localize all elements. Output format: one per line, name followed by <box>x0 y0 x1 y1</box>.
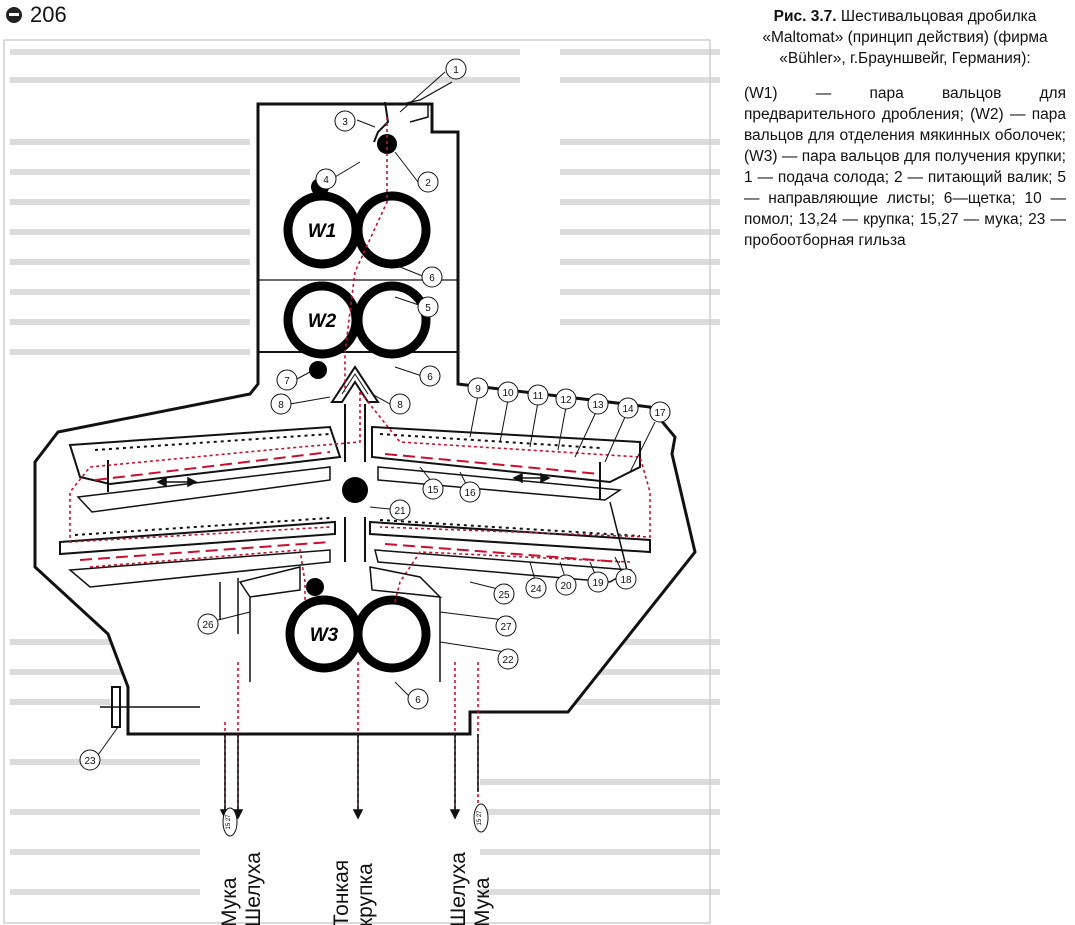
output-label-flour-left: Мука <box>218 877 241 925</box>
outlet-tag-left-text: 15 27 <box>226 814 232 830</box>
page-number-text: 206 <box>30 2 67 27</box>
callout-6b: 6 <box>419 365 441 387</box>
svg-text:16: 16 <box>464 488 476 499</box>
callout-7: 7 <box>276 369 298 391</box>
figure-frame <box>3 39 711 924</box>
svg-text:10: 10 <box>502 388 514 399</box>
callout-22: 22 <box>497 648 519 670</box>
caption-figure-label: Рис. 3.7. <box>773 8 837 25</box>
callout-11: 11 <box>527 384 549 406</box>
callout-17: 17 <box>649 401 671 423</box>
caption-legend: (W1) — пара вальцов для предварительного… <box>744 85 1066 249</box>
callout-6c: 6 <box>407 688 429 710</box>
output-label-husk-left: Шелуха <box>242 852 265 925</box>
callout-18: 18 <box>615 568 637 590</box>
outlet-tag-right: 15 27 <box>473 803 489 833</box>
roller-label-w1: W1 <box>308 221 337 242</box>
svg-text:27: 27 <box>500 622 512 633</box>
output-label-fine-grits-1: Тонкая <box>330 860 353 925</box>
caption-title-text: Шестивальцовая дробилка «Maltomat» (прин… <box>762 8 1048 67</box>
callout-3: 3 <box>334 110 356 132</box>
sample-tube <box>100 686 200 728</box>
outlet-tag-right-text: 15 27 <box>477 810 483 826</box>
svg-text:26: 26 <box>202 620 214 631</box>
svg-text:20: 20 <box>560 581 572 592</box>
svg-text:25: 25 <box>498 590 510 601</box>
svg-text:11: 11 <box>533 391 544 402</box>
svg-text:17: 17 <box>654 408 666 419</box>
svg-text:3: 3 <box>342 117 348 128</box>
svg-text:4: 4 <box>323 175 329 186</box>
callout-23: 23 <box>79 749 101 771</box>
oscillation-arrow-left <box>156 476 198 488</box>
svg-text:2: 2 <box>425 178 431 189</box>
svg-text:7: 7 <box>284 376 290 387</box>
callout-4: 4 <box>315 168 337 190</box>
svg-text:22: 22 <box>502 655 514 666</box>
maltomat-diagram: W1 W2 W3 <box>3 39 720 925</box>
svg-text:18: 18 <box>620 575 632 586</box>
callout-12: 12 <box>555 388 577 410</box>
output-label-husk-right: Шелуха <box>447 852 470 925</box>
oscillation-arrow-right <box>512 472 551 484</box>
callout-2: 2 <box>417 171 439 193</box>
roller-label-w3: W3 <box>310 625 339 646</box>
outlet-tag-left: 15 27 <box>222 807 238 837</box>
svg-text:24: 24 <box>530 584 542 595</box>
svg-text:13: 13 <box>592 400 604 411</box>
svg-text:6: 6 <box>429 273 435 284</box>
sieve-deck-left <box>59 425 342 634</box>
svg-text:12: 12 <box>560 395 572 406</box>
outlet-arrows <box>219 734 479 820</box>
svg-text:14: 14 <box>622 404 634 415</box>
svg-text:8: 8 <box>278 400 284 411</box>
svg-text:1: 1 <box>453 65 459 76</box>
svg-text:15: 15 <box>427 485 439 496</box>
figure-caption: Рис. 3.7. Шестивальцовая дробилка «Malto… <box>744 6 1066 251</box>
callout-5: 5 <box>417 296 439 318</box>
svg-text:6: 6 <box>427 372 433 383</box>
callout-16: 16 <box>459 481 481 503</box>
callouts: 1 2 3 4 5 6 6 6 7 8 8 9 10 11 12 13 14 1… <box>79 58 671 771</box>
caption-title: Рис. 3.7. Шестивальцовая дробилка «Malto… <box>744 6 1066 69</box>
callout-8b: 8 <box>389 393 411 415</box>
callout-21: 21 <box>389 499 411 521</box>
callout-26: 26 <box>197 613 219 635</box>
roller-label-w2: W2 <box>308 311 337 332</box>
callout-9: 9 <box>467 377 489 399</box>
callout-15: 15 <box>422 478 444 500</box>
callout-20: 20 <box>555 574 577 596</box>
svg-text:9: 9 <box>475 384 481 395</box>
sieve-screens <box>74 433 641 537</box>
sieve-deck-right <box>369 425 651 583</box>
callout-14: 14 <box>617 397 639 419</box>
distributor-roller <box>342 477 368 503</box>
w3-feed-roller <box>306 578 324 596</box>
roller-pair-w2: W2 <box>283 281 431 359</box>
svg-text:8: 8 <box>397 400 403 411</box>
svg-text:5: 5 <box>425 303 431 314</box>
page-marker-icon <box>6 7 22 23</box>
callout-19: 19 <box>587 571 609 593</box>
callout-6a: 6 <box>421 266 443 288</box>
page-number: 206 <box>6 2 67 28</box>
callout-24: 24 <box>525 577 547 599</box>
output-label-fine-grits-2: крупка <box>354 863 377 925</box>
callout-1: 1 <box>445 58 467 80</box>
brush-roller-left-2 <box>309 361 327 379</box>
callout-13: 13 <box>587 393 609 415</box>
svg-text:21: 21 <box>394 506 406 517</box>
callout-8a: 8 <box>270 393 292 415</box>
roller-pair-w1: W1 <box>283 191 431 269</box>
flow-dashes <box>79 451 621 563</box>
callout-27: 27 <box>495 615 517 637</box>
callout-10: 10 <box>497 381 519 403</box>
output-label-flour-right: Мука <box>471 877 494 925</box>
svg-text:19: 19 <box>592 578 604 589</box>
callout-25: 25 <box>493 583 515 605</box>
svg-text:23: 23 <box>84 756 96 767</box>
svg-text:6: 6 <box>415 695 421 706</box>
roller-pair-w3: W3 <box>285 595 431 673</box>
